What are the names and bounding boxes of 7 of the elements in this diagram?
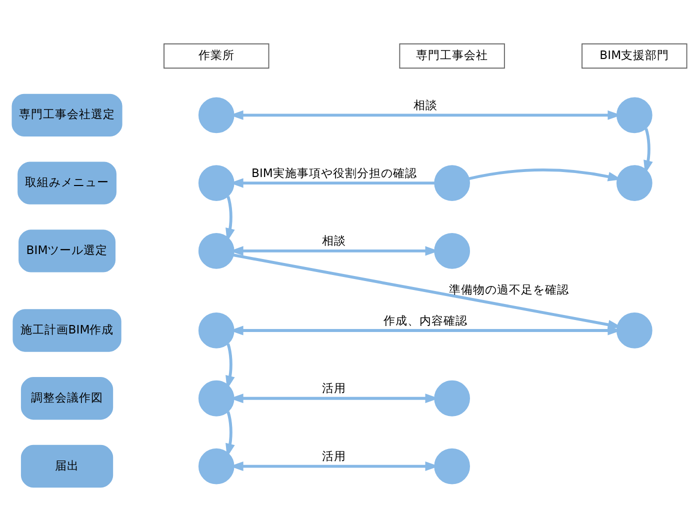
- edge-label: 活用: [322, 449, 346, 464]
- edge-label: BIM実施事項や役割分担の確認: [252, 166, 417, 180]
- edge-label: 作成、内容確認: [383, 313, 468, 328]
- edge-label: 相談: [413, 98, 438, 112]
- edge-label: 相談: [322, 234, 346, 248]
- edge-label: 準備物の過不足を確認: [448, 282, 569, 297]
- edge-label: 活用: [322, 381, 346, 396]
